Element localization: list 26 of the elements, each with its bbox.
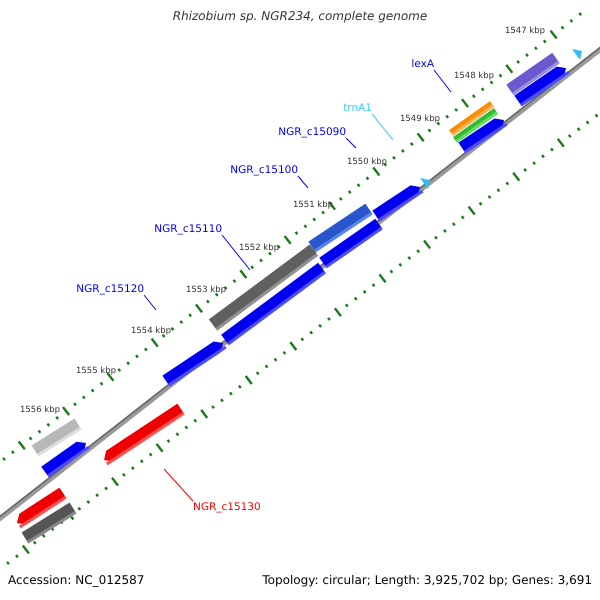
leader-line <box>298 176 308 188</box>
scale-label: 1556 kbp <box>20 405 60 415</box>
scale-label: 1549 kbp <box>400 114 440 124</box>
gene-label: NGR_c15090 <box>278 126 346 138</box>
gene-label: NGR_c15130 <box>193 501 261 513</box>
scale-label: 1547 kbp <box>504 26 546 36</box>
leader-line <box>164 468 194 502</box>
gene-label: trnA1 <box>343 102 372 114</box>
scale-label: 1552 kbp <box>238 243 280 253</box>
leader-line <box>434 70 452 92</box>
gene-label: NGR_c15100 <box>230 164 298 176</box>
scale-label: 1550 kbp <box>346 157 388 167</box>
leader-line <box>346 138 356 148</box>
scale-label: 1554 kbp <box>130 326 172 336</box>
scale-label: 1553 kbp <box>186 285 226 295</box>
gene-label: lexA <box>411 58 434 70</box>
scale-label: 1548 kbp <box>454 71 494 81</box>
leader-line <box>372 114 394 140</box>
gene-label: NGR_c15120 <box>76 283 144 295</box>
scale-label: 1555 kbp <box>76 366 116 376</box>
title: Rhizobium sp. NGR234, complete genome <box>172 9 428 23</box>
footer-text: Accession: NC_012587 <box>8 573 144 587</box>
leader-line <box>144 294 156 310</box>
leader-line <box>222 234 250 270</box>
footer-text: Topology: circular; Length: 3,925,702 bp; Genes: 3,691 <box>262 573 592 587</box>
gene-label: NGR_c15110 <box>154 223 222 235</box>
